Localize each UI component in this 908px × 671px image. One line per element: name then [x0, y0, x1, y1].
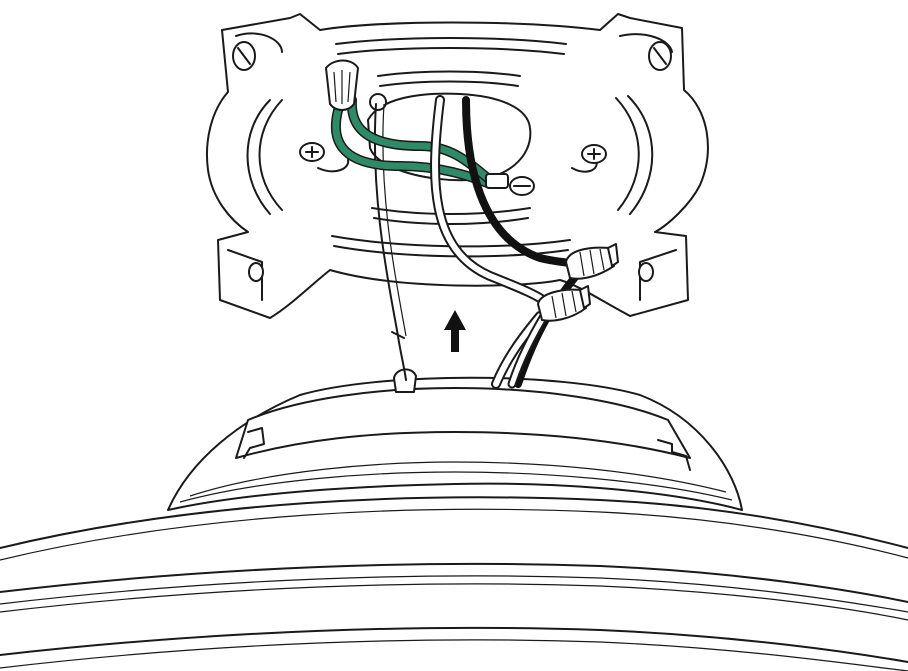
wire-nut-icon	[537, 285, 591, 322]
mounting-ring	[235, 387, 691, 459]
screw-icon	[648, 41, 672, 71]
key-slot-left	[243, 427, 265, 459]
diffuser-outer-rim	[0, 496, 908, 549]
wire-nut-icon	[325, 59, 359, 111]
wire-nut-icon	[565, 243, 619, 280]
screw-icon	[581, 144, 607, 164]
ground-screw-icon	[485, 173, 535, 196]
junction-box-opening	[367, 92, 532, 182]
screw-icon	[638, 262, 654, 282]
screw-icon	[299, 142, 325, 162]
key-slot-right	[657, 439, 691, 471]
cable-grommet	[393, 368, 417, 393]
fixture-body	[0, 368, 908, 671]
screw-icon	[248, 262, 264, 282]
mounting-bracket	[206, 13, 709, 319]
up-arrow-icon	[444, 310, 466, 352]
neutral-wire	[430, 95, 553, 389]
screw-icon	[232, 41, 256, 71]
